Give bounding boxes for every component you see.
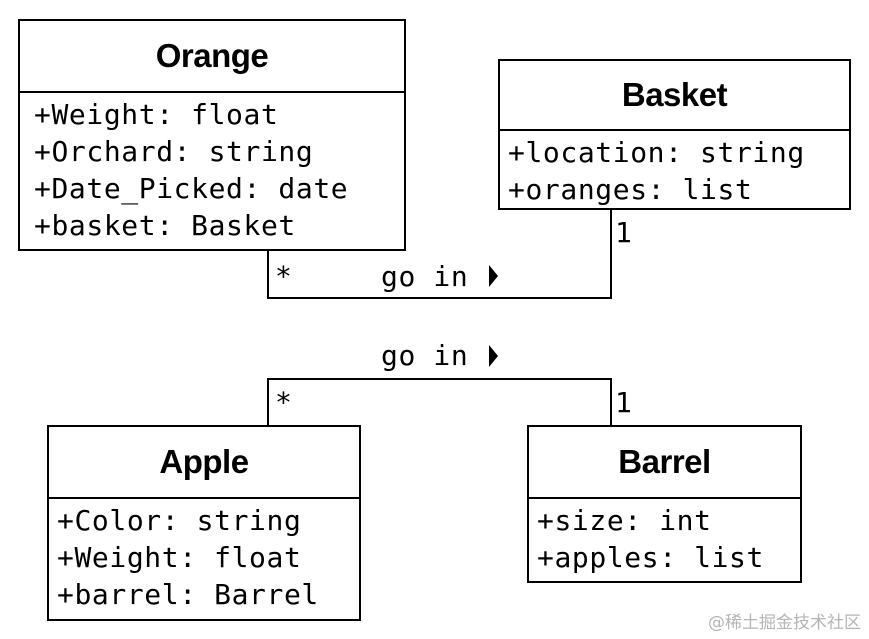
orange-class-name: Orange bbox=[20, 21, 404, 93]
basket-attribute: +oranges: list bbox=[508, 173, 753, 206]
orange-basket-association-label: go in bbox=[381, 260, 469, 293]
apple-barrel-association-label: go in bbox=[381, 339, 469, 372]
orange-multiplicity-label: * bbox=[275, 260, 293, 293]
barrel-class: Barrel +size: int +apples: list bbox=[527, 425, 802, 583]
apple-attribute: +barrel: Barrel bbox=[57, 578, 319, 611]
apple-barrel-direction-arrow-icon bbox=[489, 345, 498, 367]
basket-class-name: Basket bbox=[500, 61, 849, 131]
orange-basket-association-line bbox=[267, 209, 612, 299]
basket-multiplicity-label: 1 bbox=[615, 216, 633, 249]
watermark: @稀土掘金技术社区 bbox=[708, 613, 861, 633]
apple-attribute: +Color: string bbox=[57, 504, 302, 537]
apple-class-name: Apple bbox=[49, 427, 359, 499]
orange-basket-direction-arrow-icon bbox=[489, 265, 498, 287]
orange-attribute: +Orchard: string bbox=[34, 135, 314, 168]
orange-attributes: +Weight: float +Orchard: string +Date_Pi… bbox=[20, 93, 404, 244]
orange-attribute: +basket: Basket bbox=[34, 209, 296, 242]
barrel-attributes: +size: int +apples: list bbox=[529, 499, 800, 576]
barrel-attribute: +apples: list bbox=[537, 541, 764, 574]
apple-attribute: +Weight: float bbox=[57, 541, 302, 574]
orange-class: Orange +Weight: float +Orchard: string +… bbox=[18, 19, 406, 251]
orange-attribute: +Weight: float bbox=[34, 98, 279, 131]
apple-class: Apple +Color: string +Weight: float +bar… bbox=[47, 425, 361, 621]
orange-attribute: +Date_Picked: date bbox=[34, 172, 349, 205]
basket-class: Basket +location: string +oranges: list bbox=[498, 59, 851, 210]
basket-attribute: +location: string bbox=[508, 136, 805, 169]
basket-attributes: +location: string +oranges: list bbox=[500, 131, 849, 208]
apple-multiplicity-label: * bbox=[275, 386, 293, 419]
barrel-multiplicity-label: 1 bbox=[615, 386, 633, 419]
apple-attributes: +Color: string +Weight: float +barrel: B… bbox=[49, 499, 359, 613]
apple-barrel-association-line bbox=[267, 378, 612, 426]
barrel-class-name: Barrel bbox=[529, 427, 800, 499]
barrel-attribute: +size: int bbox=[537, 504, 712, 537]
